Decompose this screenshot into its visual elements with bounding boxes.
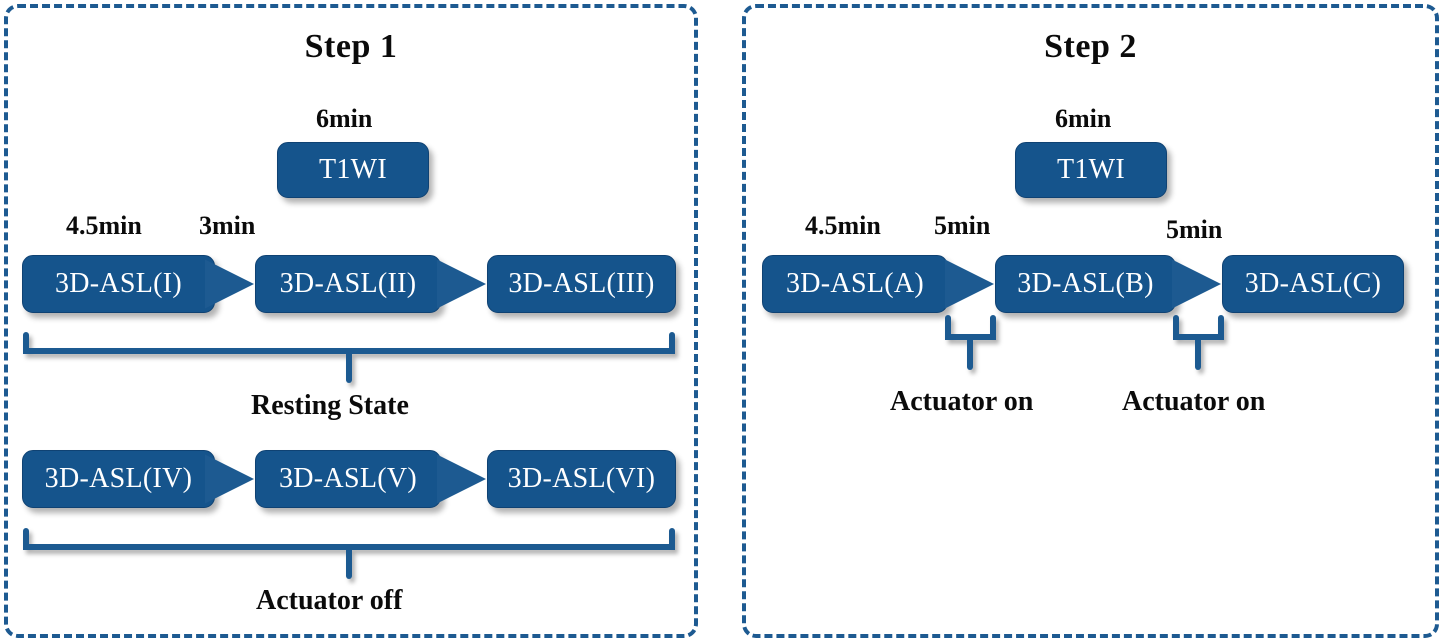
- time-label-step1-row1-1: 3min: [199, 211, 256, 240]
- node-3d-asl-b: 3D-ASL(B): [995, 255, 1176, 313]
- time-label-t1wi-step2: 6min: [1055, 104, 1112, 133]
- node-3d-asl-iv: 3D-ASL(IV): [22, 450, 215, 508]
- caption-resting-state: Resting State: [251, 390, 409, 421]
- node-3d-asl-c: 3D-ASL(C): [1222, 255, 1404, 313]
- node-t1wi-step1: T1WI: [277, 142, 429, 198]
- panel-title-step-2: Step 2: [1044, 28, 1137, 65]
- node-3d-asl-v: 3D-ASL(V): [255, 450, 441, 508]
- time-label-step2-0: 4.5min: [805, 211, 881, 240]
- panel-title-step-1: Step 1: [304, 28, 398, 65]
- panel-step-2: Step 2: [742, 4, 1439, 638]
- caption-actuator-on-1: Actuator on: [890, 386, 1034, 417]
- node-t1wi-step2: T1WI: [1015, 142, 1167, 198]
- time-label-step2-1: 5min: [934, 211, 991, 240]
- node-3d-asl-iii: 3D-ASL(III): [487, 255, 676, 313]
- caption-actuator-off: Actuator off: [256, 585, 403, 616]
- panel-step-1: Step 1: [4, 4, 698, 638]
- node-3d-asl-i: 3D-ASL(I): [22, 255, 215, 313]
- time-label-step2-2: 5min: [1166, 215, 1223, 244]
- node-3d-asl-a: 3D-ASL(A): [762, 255, 948, 313]
- caption-actuator-on-2: Actuator on: [1122, 386, 1266, 417]
- time-label-t1wi-step1: 6min: [316, 104, 373, 133]
- time-label-step1-row1-0: 4.5min: [66, 211, 142, 240]
- node-3d-asl-ii: 3D-ASL(II): [255, 255, 441, 313]
- node-3d-asl-vi: 3D-ASL(VI): [487, 450, 676, 508]
